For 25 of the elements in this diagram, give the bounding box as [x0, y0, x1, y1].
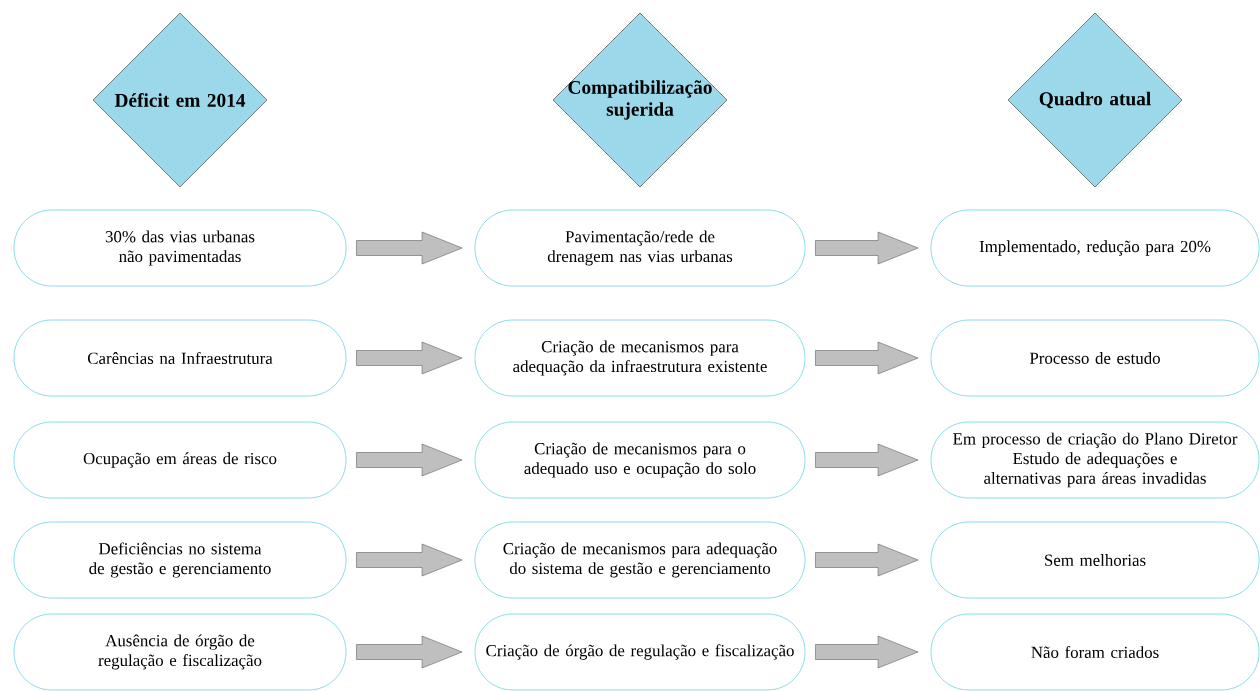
rounded-box: Deficiências no sistema de gestão e gerenciamento: [13, 521, 347, 599]
rounded-box: Não foram criados: [930, 613, 1260, 691]
rounded-box: Criação de mecanismos para adequação da infraestrutura existente: [474, 319, 806, 397]
rounded-box: Criação de mecanismos para o adequado uso e ocupação do solo: [474, 421, 806, 499]
block-arrow: [815, 231, 919, 265]
rounded-box: Ocupação em áreas de risco: [13, 421, 347, 499]
rounded-box: Em processo de criação do Plano Diretor Estudo de adequações e alternativas para áreas invadidas: [930, 421, 1260, 499]
block-arrow: [356, 443, 463, 477]
block-arrow: [815, 635, 919, 669]
rounded-box: Implementado, redução para 20%: [930, 209, 1260, 287]
rounded-box: Ausência de órgão de regulação e fiscalização: [13, 613, 347, 691]
rounded-box: Processo de estudo: [930, 319, 1260, 397]
block-arrow: [356, 341, 463, 375]
block-arrow: [815, 543, 919, 577]
block-arrow: [356, 543, 463, 577]
rounded-box: 30% das vias urbanas não pavimentadas: [13, 209, 347, 287]
block-arrow: [356, 231, 463, 265]
block-arrow: [356, 635, 463, 669]
block-arrow: [815, 341, 919, 375]
rounded-box: Sem melhorias: [930, 521, 1260, 599]
block-arrow: [815, 443, 919, 477]
rounded-box: Pavimentação/rede de drenagem nas vias urbanas: [474, 209, 806, 287]
rounded-box: Carências na Infraestrutura: [13, 319, 347, 397]
rounded-box: Criação de mecanismos para adequação do sistema de gestão e gerenciamento: [474, 521, 806, 599]
rounded-box: Criação de órgão de regulação e fiscalização: [474, 613, 806, 691]
